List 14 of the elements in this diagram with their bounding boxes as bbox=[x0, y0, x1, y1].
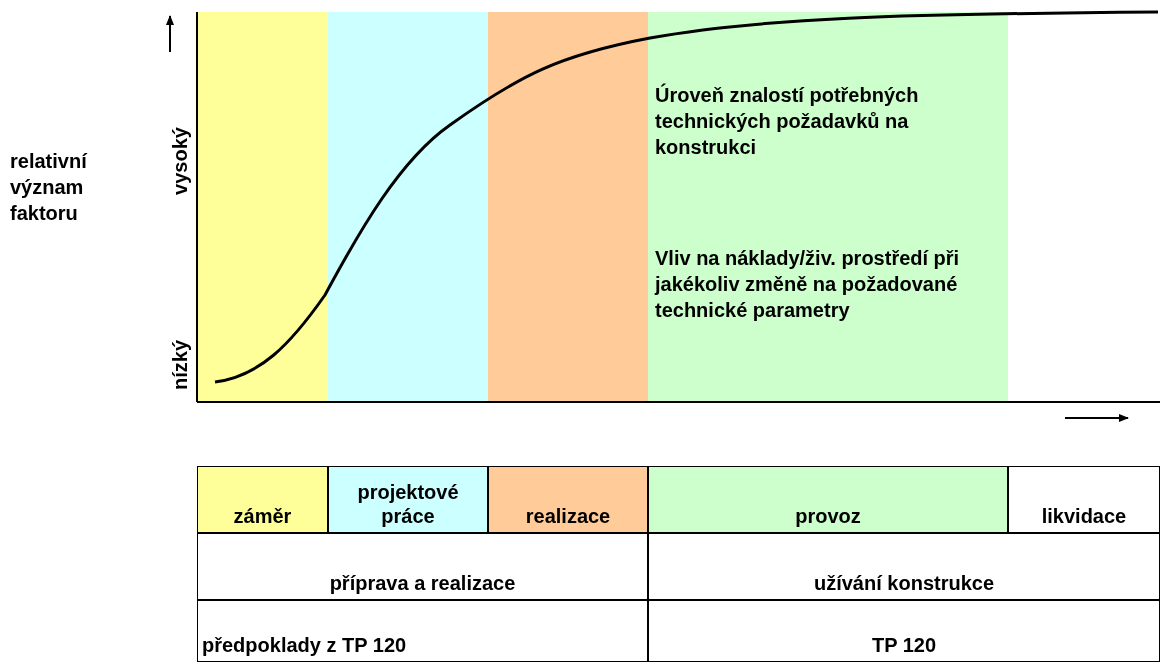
table-cell: provoz bbox=[648, 466, 1008, 533]
table-cell: záměr bbox=[197, 466, 328, 533]
table-cell: předpoklady z TP 120 bbox=[197, 600, 648, 662]
annotation-text: Vliv na náklady/živ. prostředí při jakékoliv změně na požadované technické parametry bbox=[655, 246, 961, 323]
table-cell: realizace bbox=[488, 466, 648, 533]
table-cell: likvidace bbox=[1008, 466, 1160, 533]
table-cell: TP 120 bbox=[648, 600, 1160, 662]
table-cell: příprava a realizace bbox=[197, 533, 648, 600]
axis-tick-label: nízký bbox=[168, 339, 192, 392]
axis-label: relativní význam faktoru bbox=[10, 149, 89, 226]
table-cell: užívání konstrukce bbox=[648, 533, 1160, 600]
axis-tick-label: vysoký bbox=[168, 126, 192, 197]
annotation-text: Úroveň znalostí potřebných technických požadavků na konstrukci bbox=[655, 82, 920, 160]
table-cell: projektové práce bbox=[328, 466, 488, 533]
